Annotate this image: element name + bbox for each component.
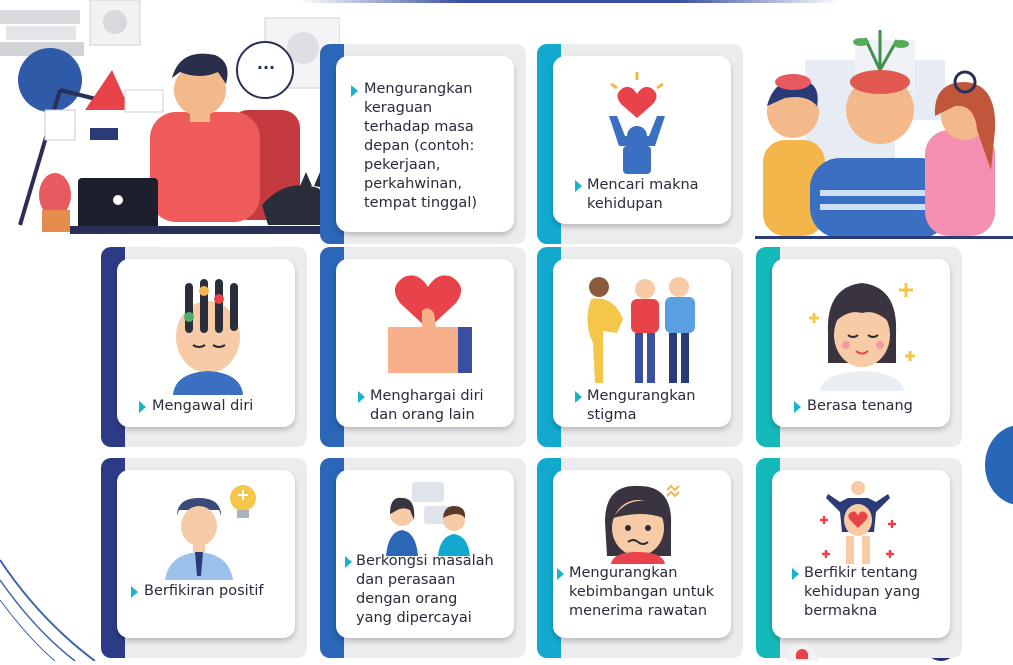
card-label: Berfikir tentang kehidupan yang bermakna [804, 565, 921, 619]
calm-face-icon [806, 273, 918, 391]
card-reduce-stigma: Mengurangkan stigma [537, 247, 743, 447]
card-label: Mencari makna kehidupan [587, 177, 699, 212]
card-appreciate: Menghargai diri dan orang lain [320, 247, 526, 447]
partial-heart-icon [786, 644, 818, 661]
top-divider [300, 0, 840, 3]
card-self-control: Mengawal diri [101, 247, 307, 447]
people-group-icon [583, 273, 703, 385]
card-label: Mengurangkan kebimbangan untuk menerima … [569, 565, 714, 619]
card-uncertainty: Mengurangkan keraguan terhadap masa depa… [320, 44, 526, 244]
card-reduce-treatment-anxiety: Mengurangkan kebimbangan untuk menerima … [537, 458, 743, 658]
card-share-problems: Berkongsi masalah dan perasaan dengan or… [320, 458, 526, 658]
card-label: Mengawal diri [152, 398, 254, 414]
man-at-laptop-illustration [0, 0, 341, 240]
decorative-curves [0, 530, 100, 662]
man-lightbulb-icon [165, 480, 265, 580]
card-meaningful-life: Berfikir tentang kehidupan yang bermakna [756, 458, 962, 658]
card-label: Berfikiran positif [144, 583, 264, 599]
card-meaning-of-life: Mencari makna kehidupan [537, 44, 743, 244]
healthy-body-icon [818, 480, 898, 566]
speech-bubble-text: ... [256, 54, 276, 73]
people-growing-mind-illustration [755, 20, 1013, 240]
raised-arms-heart-icon [597, 66, 677, 176]
decorative-blob [985, 425, 1013, 505]
uncertainty-icon [346, 62, 366, 72]
card-positive-thinking: Berfikiran positif [101, 458, 307, 658]
card-label: Berkongsi masalah dan perasaan dengan or… [356, 553, 494, 626]
worried-woman-icon [597, 482, 683, 564]
card-label: Berasa tenang [807, 398, 913, 414]
thumbs-up-heart-icon [378, 269, 478, 379]
conversation-icon [386, 480, 470, 556]
card-label: Mengurangkan keraguan terhadap masa depa… [364, 81, 477, 211]
card-feel-calm: Berasa tenang [756, 247, 962, 447]
card-label: Mengurangkan stigma [587, 388, 696, 423]
head-sliders-icon [163, 275, 253, 395]
card-label: Menghargai diri dan orang lain [370, 388, 484, 423]
